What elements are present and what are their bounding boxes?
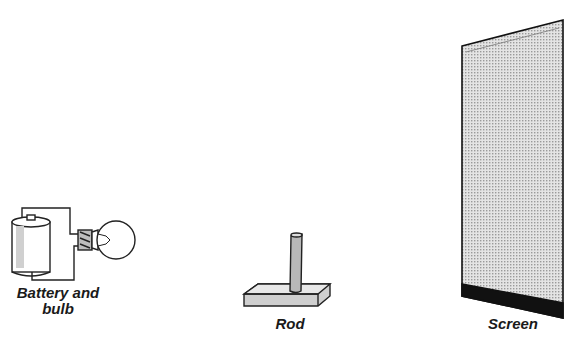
part-label: Screen bbox=[463, 316, 563, 332]
rod-symbol bbox=[244, 233, 330, 306]
bulb-symbol bbox=[78, 221, 135, 259]
part-label: Battery and bulb bbox=[8, 285, 108, 317]
part-label: Rod bbox=[250, 316, 330, 332]
screen-symbol bbox=[462, 20, 563, 318]
battery-symbol bbox=[12, 215, 50, 276]
